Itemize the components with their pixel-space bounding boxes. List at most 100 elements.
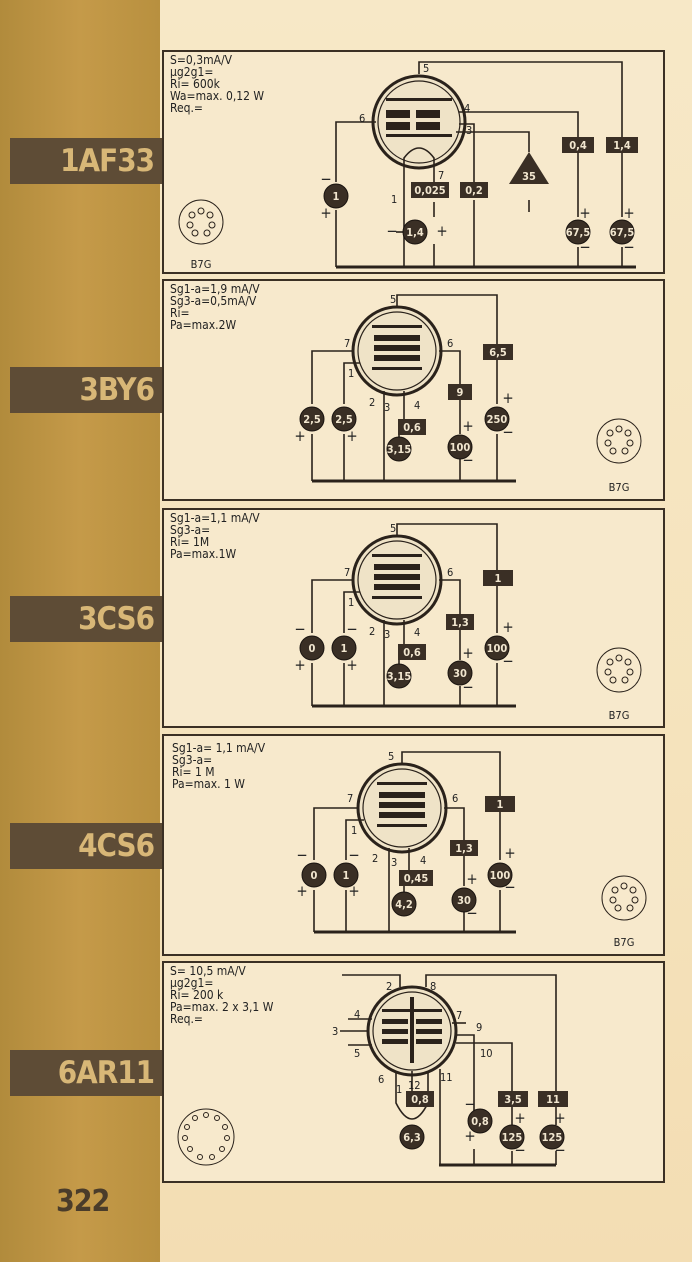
value-box-text: 0,4 [569, 139, 587, 152]
pin-label: 7 [344, 337, 350, 350]
value-circle-text: 0 [309, 642, 316, 655]
value-box [498, 1091, 528, 1107]
value-circle [333, 862, 359, 888]
spec-line: Ri= 200 k [170, 988, 224, 1002]
svg-text:−: − [462, 678, 473, 696]
circuit-diagram: 1 2 3 4 5 6 7 0,45 1,3 1 0 1 4,2 30 100 … [296, 750, 647, 949]
pin-label: 8 [430, 980, 436, 993]
value-circle-text: 0 [311, 869, 318, 882]
circuit-diagram: 1 2 3 4 5 6 7 8 9 10 11 12 0,8 3,5 11 6,… [177, 974, 568, 1167]
svg-text:+: + [320, 204, 331, 222]
value-box [483, 570, 513, 586]
value-box-text: 1,4 [613, 139, 631, 152]
pin-label: 7 [438, 169, 444, 182]
svg-text:+: + [579, 204, 590, 222]
pin-label: 4 [464, 102, 470, 115]
svg-text:−: − [466, 904, 477, 922]
svg-text:−: − [504, 878, 515, 896]
pin-label: 4 [420, 854, 426, 867]
value-box-text: 1,3 [455, 842, 473, 855]
base-diagram: B7G [178, 199, 224, 271]
spec-line: Ri= [170, 306, 190, 320]
value-box [606, 137, 638, 153]
pin-label: 1 [348, 596, 354, 609]
base-type: B7G [614, 936, 635, 949]
base-diagram: B7G [596, 647, 642, 722]
base-type: B7G [191, 258, 212, 271]
spec-line: Ri= 1 M [172, 765, 215, 779]
value-circle-text: 0,8 [471, 1115, 489, 1128]
pin-label: 3 [384, 628, 390, 641]
value-circle [609, 219, 635, 245]
svg-text:−: − [502, 652, 513, 670]
value-box [485, 796, 515, 812]
pin-label: 3 [391, 856, 397, 869]
value-box-text: 11 [546, 1093, 560, 1106]
value-circle [386, 663, 412, 689]
svg-text:−: − [579, 238, 590, 256]
pin-label: 2 [386, 980, 392, 993]
svg-text:+: + [346, 427, 357, 445]
value-circle-text: 30 [457, 894, 471, 907]
spec-line: µg2g1= [170, 976, 214, 990]
spec-line: S=0,3mA/V [170, 53, 232, 67]
spec-line: Req.= [170, 1012, 203, 1026]
pin-label: 12 [408, 1079, 421, 1092]
value-circle-text: 125 [502, 1131, 523, 1144]
value-box [398, 644, 426, 660]
spec-line: Wa=max. 0,12 W [170, 89, 265, 103]
pin-label: 6 [359, 112, 365, 125]
spec-line: Pa=max. 2 x 3,1 W [170, 1000, 274, 1014]
svg-text:+: + [504, 844, 515, 862]
value-circle [399, 1124, 425, 1150]
base-diagram [177, 1108, 235, 1166]
pin-label: 6 [452, 792, 458, 805]
pin-label: 4 [414, 399, 420, 412]
pin-label: 1 [391, 193, 397, 206]
pin-label: 11 [440, 1071, 453, 1084]
value-box [398, 419, 426, 435]
value-box [562, 137, 594, 153]
svg-text:+: + [346, 656, 357, 674]
value-box [460, 182, 488, 198]
value-circle-text: 1,4 [406, 226, 424, 239]
circuit-diagram: 1 2 3 4 5 6 7 0,6 1,3 1 0 1 3,15 30 100 … [294, 522, 642, 722]
value-circle-text: 4,2 [395, 898, 413, 911]
value-box-text: 1,3 [451, 616, 469, 629]
circuit-diagram: 1 3 4 5 6 7 0,025 0,2 0,4 1,4 35 1 1,4 6… [178, 61, 638, 271]
value-box-text: 6,5 [489, 346, 507, 359]
value-circle [331, 635, 357, 661]
pin-label: 2 [369, 625, 375, 638]
value-box [448, 384, 472, 400]
svg-text:+: + [294, 656, 305, 674]
value-box [399, 870, 433, 886]
value-circle-text: 1 [343, 869, 350, 882]
base-type: B7G [609, 709, 630, 722]
spec-list: Sg1-a=1,1 mA/V Sg3-a= Ri= 1M Pa=max.1W [170, 512, 260, 560]
value-circle-text: 100 [487, 642, 508, 655]
value-box [411, 182, 449, 198]
spec-line: Ri= 600k [170, 77, 220, 91]
panel-3cs6: Sg1-a=1,1 mA/V Sg3-a= Ri= 1M Pa=max.1W [162, 508, 665, 728]
value-circle [323, 183, 349, 209]
tube-label-1af33: 1AF33 [10, 138, 162, 184]
spec-line: Sg1-a=1,1 mA/V [170, 511, 260, 525]
spec-line: Pa=max.2W [170, 318, 237, 332]
value-circle [467, 1108, 493, 1134]
pin-label: 2 [369, 396, 375, 409]
page-number: 322 [56, 1184, 110, 1219]
spec-line: S= 10,5 mA/V [170, 964, 246, 978]
pin-label: 5 [390, 522, 396, 535]
spec-line: Pa=max.1W [170, 547, 237, 561]
spec-line: Ri= 1M [170, 535, 210, 549]
value-circle-text: 100 [450, 441, 471, 454]
pin-label: 6 [447, 566, 453, 579]
value-circle [386, 436, 412, 462]
pin-label: 5 [423, 62, 429, 75]
svg-text:−: − [386, 222, 397, 240]
pin-label: 1 [396, 1083, 402, 1096]
value-circle-text: 2,5 [303, 413, 321, 426]
pin-label: 5 [388, 750, 394, 763]
pin-label: 5 [354, 1047, 360, 1060]
value-box-text: 0,8 [411, 1093, 429, 1106]
